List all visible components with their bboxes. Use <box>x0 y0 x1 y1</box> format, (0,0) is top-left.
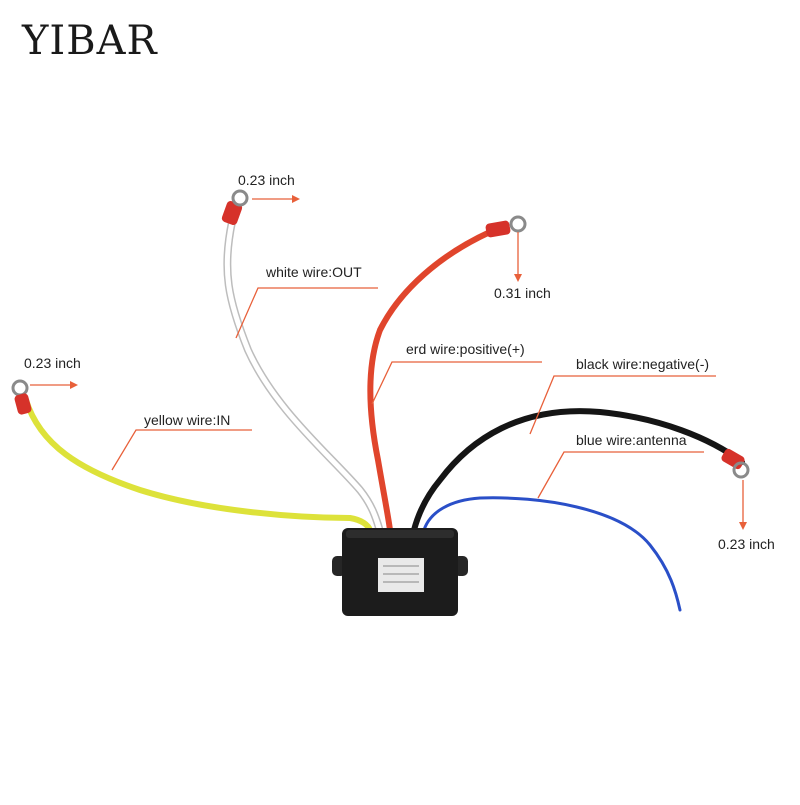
size-label-white: 0.23 inch <box>238 172 295 188</box>
terminal-black <box>721 448 750 479</box>
leader-yellow <box>111 429 252 471</box>
terminal-white <box>221 189 249 225</box>
blue-wire <box>422 496 682 612</box>
label-blue-wire: blue wire:antenna <box>576 432 687 448</box>
label-yellow-wire: yellow wire:IN <box>144 412 231 428</box>
wires <box>23 218 745 612</box>
white-wire-core <box>224 219 382 531</box>
label-black-wire: black wire:negative(-) <box>576 356 710 372</box>
annotations <box>30 195 747 530</box>
brand-logo: YIBAR <box>22 18 158 64</box>
terminal-red <box>485 215 527 238</box>
leader-blue <box>537 451 704 499</box>
size-label-red: 0.31 inch <box>494 285 551 301</box>
leader-red <box>371 361 542 405</box>
box-sticker <box>378 558 424 592</box>
black-wire <box>411 408 745 533</box>
label-red-wire: erd wire:positive(+) <box>406 341 525 357</box>
label-white-wire: white wire:OUT <box>266 264 362 280</box>
size-label-yellow: 0.23 inch <box>24 355 81 371</box>
receiver-box <box>332 528 468 616</box>
yellow-wire <box>23 397 373 533</box>
leader-black <box>529 375 716 435</box>
terminal-yellow <box>11 379 32 415</box>
leader-white <box>235 287 378 339</box>
red-wire <box>367 229 493 533</box>
size-label-black: 0.23 inch <box>718 536 775 552</box>
